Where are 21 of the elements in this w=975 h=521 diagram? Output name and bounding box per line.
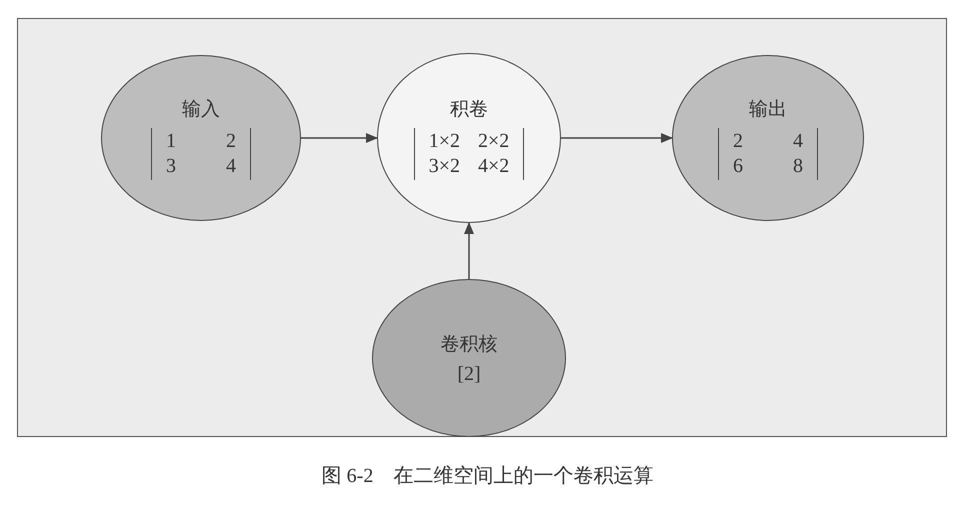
figure-caption: 图 6-2 在二维空间上的一个卷积运算 — [320, 464, 654, 489]
matrix-entry: 1×2 — [428, 130, 460, 153]
matrix-entry: 4×2 — [478, 155, 510, 178]
arrow — [301, 133, 378, 143]
matrix-entry: 4 — [226, 155, 236, 178]
matrix-entry: 4 — [793, 130, 803, 153]
matrix-entry: 6 — [733, 155, 743, 178]
arrow — [561, 133, 673, 143]
node-text: [2] — [457, 362, 481, 386]
matrix-entry: 2×2 — [478, 130, 510, 153]
node-title: 输出 — [749, 98, 787, 122]
matrix-entry: 2 — [733, 130, 743, 153]
matrix-entry: 3×2 — [428, 155, 460, 178]
matrix-entry: 3 — [166, 155, 176, 178]
matrix-entry: 2 — [226, 130, 236, 153]
node-title: 积卷 — [450, 98, 488, 122]
matrix-entry: 8 — [793, 155, 803, 178]
arrow — [464, 222, 474, 279]
matrix-entry: 1 — [166, 130, 176, 153]
node-title: 输入 — [182, 98, 220, 122]
node-title: 卷积核 — [440, 332, 498, 356]
